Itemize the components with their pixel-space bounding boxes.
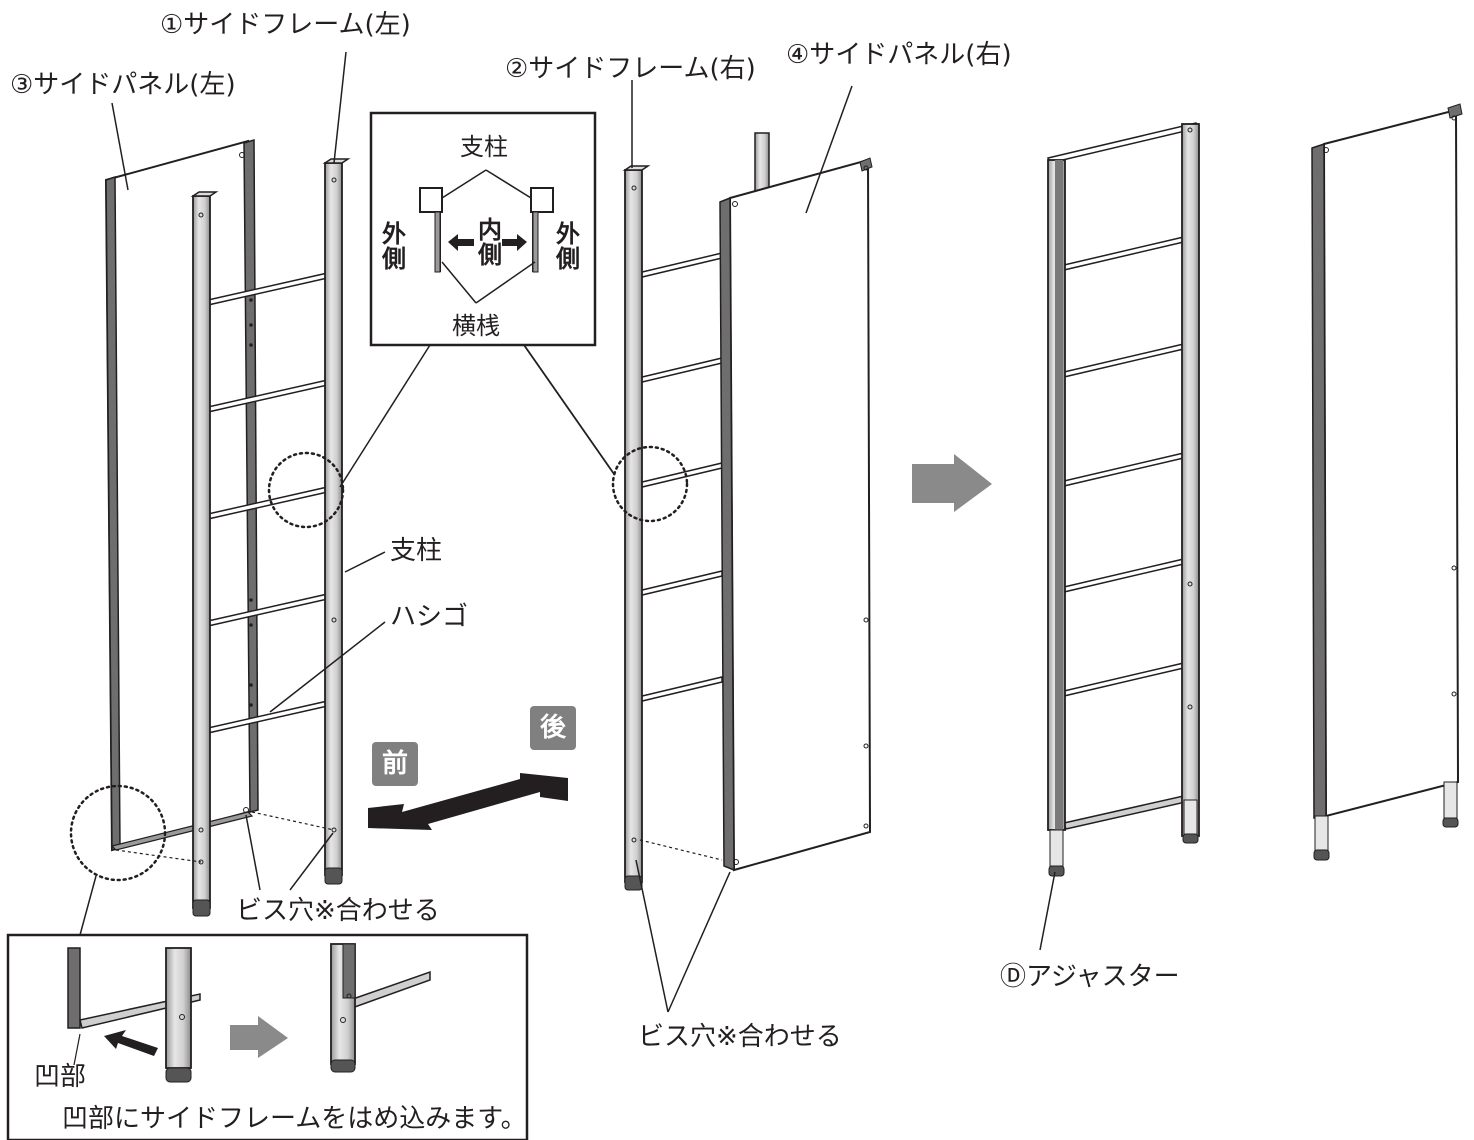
- inset-label-outer-left: 外側: [382, 220, 406, 273]
- inset-label-outer-right: 外側: [556, 220, 580, 273]
- detail-circle-top-left: [267, 451, 345, 529]
- left-assembly: [69, 51, 431, 936]
- arrow-left-icon: [448, 234, 474, 251]
- badge-back: 後: [530, 706, 576, 750]
- label-side-panel-right: ④サイドパネル(右): [786, 40, 1012, 70]
- label-side-frame-left: ①サイドフレーム(左): [160, 10, 411, 40]
- center-assembly: [611, 80, 873, 1013]
- label-screw-holes-right: ビス穴※合わせる: [638, 1022, 842, 1052]
- inset-label-post: 支柱: [460, 133, 508, 161]
- assembled-frame: [1039, 122, 1200, 951]
- label-ladder: ハシゴ: [390, 602, 469, 632]
- side-frame-left: [115, 158, 351, 917]
- front-back-arrow: [368, 773, 568, 830]
- inset-recess-detail: [6, 933, 529, 1140]
- label-recess: 凹部: [34, 1062, 87, 1092]
- next-step-arrow-icon: [912, 454, 992, 512]
- inset-label-crossbar: 横桟: [452, 312, 500, 340]
- inset-label-inner: 内側: [478, 216, 502, 269]
- detail-circle-bottom: [69, 784, 167, 882]
- inset-post-orientation: [369, 111, 615, 475]
- label-screw-holes-left: ビス穴※合わせる: [236, 896, 440, 926]
- instruction-text: 凹部にサイドフレームをはめ込みます。: [62, 1104, 527, 1134]
- step-arrow-icon: [230, 1016, 288, 1058]
- detail-circle-top-right: [611, 445, 689, 523]
- side-panel-left: [104, 138, 259, 852]
- side-frame-right: [624, 169, 643, 883]
- label-side-frame-right: ②サイドフレーム(右): [505, 54, 756, 84]
- label-post: 支柱: [390, 536, 443, 566]
- arrow-right-icon: [502, 234, 527, 251]
- label-adjuster: Ⓓアジャスター: [1000, 962, 1180, 992]
- push-arrow-icon: [104, 1030, 158, 1056]
- assembled-panel: [1311, 103, 1463, 861]
- badge-front: 前: [372, 742, 418, 786]
- side-panel-right: [719, 157, 873, 872]
- label-side-panel-left: ③サイドパネル(左): [10, 70, 236, 100]
